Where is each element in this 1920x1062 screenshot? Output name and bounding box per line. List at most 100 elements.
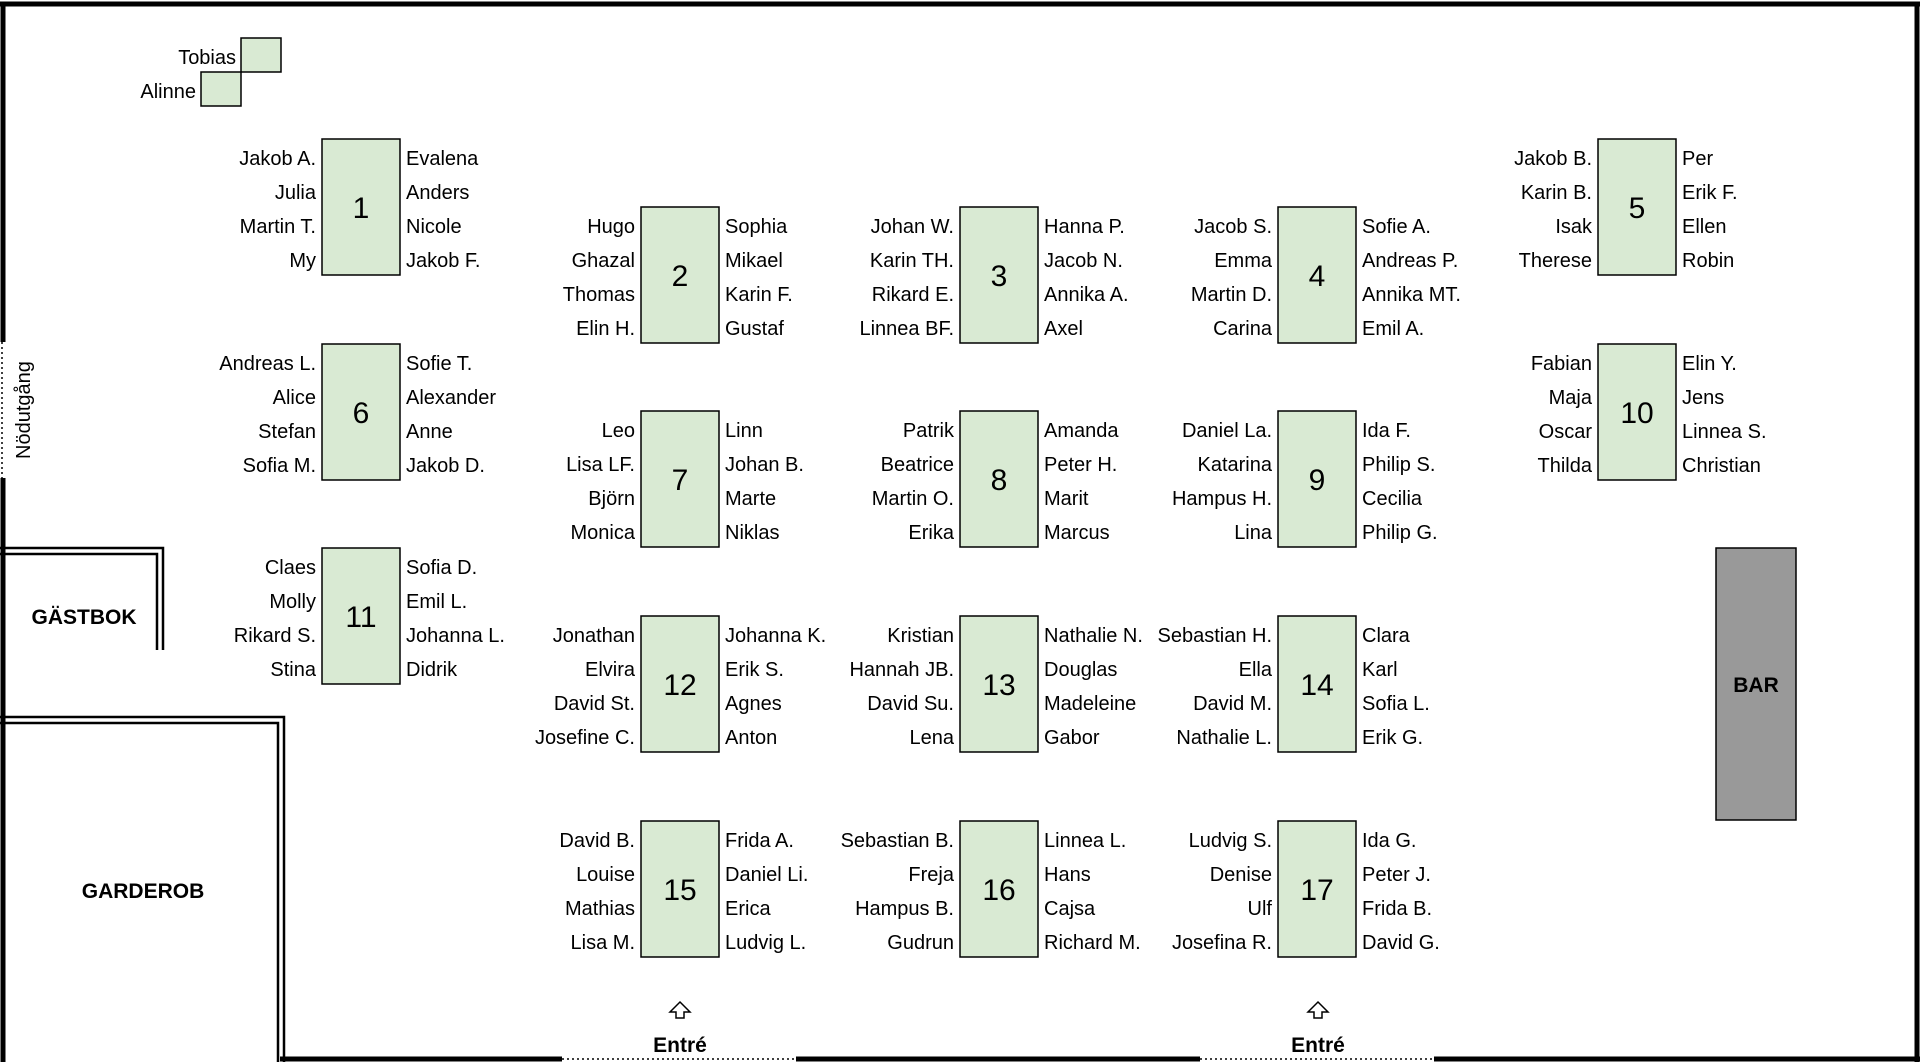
guest-name: David G. [1362, 932, 1440, 954]
guest-name: Linnea BF. [859, 318, 954, 340]
table-shape[interactable] [1277, 410, 1357, 548]
seat-shape[interactable] [200, 71, 242, 107]
guest-name: Douglas [1044, 659, 1117, 681]
table-number: 15 [663, 874, 696, 907]
table-shape[interactable] [321, 547, 401, 685]
table-number: 6 [353, 397, 370, 430]
guest-name: Jakob A. [239, 148, 316, 170]
cloakroom-area[interactable]: GARDEROB [0, 715, 286, 1062]
guest-name: Marte [725, 488, 776, 510]
guest-name: Isak [1555, 216, 1593, 238]
table-shape[interactable] [640, 206, 720, 344]
guest-name: David St. [554, 693, 635, 715]
guest-name: Jakob F. [406, 250, 480, 272]
table-number: 16 [982, 874, 1015, 907]
table-shape[interactable] [959, 820, 1039, 958]
cloakroom-label: GARDEROB [82, 880, 205, 903]
head-seat[interactable]: Tobias [178, 37, 282, 73]
guest-name: Karin B. [1521, 182, 1592, 204]
table-shape[interactable] [321, 343, 401, 481]
guest-name: Freja [908, 864, 954, 886]
guest-name: Lisa LF. [566, 454, 635, 476]
table-shape[interactable] [959, 206, 1039, 344]
guest-name: Jens [1682, 387, 1724, 409]
guest-name: Ulf [1248, 898, 1273, 920]
head-seat[interactable]: Alinne [140, 71, 242, 107]
table-shape[interactable] [640, 820, 720, 958]
guest-name: Tobias [178, 47, 236, 69]
entrance-right[interactable]: Entré [1200, 1000, 1434, 1060]
guest-name: Daniel La. [1182, 420, 1272, 442]
entrance-left[interactable]: Entré [562, 1000, 796, 1060]
guest-name: Peter H. [1044, 454, 1117, 476]
table-shape[interactable] [640, 615, 720, 753]
guest-name: Erika [908, 522, 954, 544]
emergency-exit[interactable]: Nödutgång [1, 342, 35, 478]
guest-name: Josefina R. [1172, 932, 1272, 954]
guest-name: Julia [275, 182, 317, 204]
arrow-up-icon [668, 1000, 692, 1019]
guest-name: Hans [1044, 864, 1091, 886]
guest-name: Thomas [563, 284, 635, 306]
guest-name: Sofie T. [406, 353, 472, 375]
table-shape[interactable] [1277, 206, 1357, 344]
guest-name: Clara [1362, 625, 1411, 647]
table-shape[interactable] [959, 410, 1039, 548]
guest-name: Sofie A. [1362, 216, 1431, 238]
table-number: 11 [345, 601, 376, 634]
guest-name: Karl [1362, 659, 1398, 681]
guest-name: Lina [1234, 522, 1273, 544]
table-shape[interactable] [321, 138, 401, 276]
guest-name: Linn [725, 420, 763, 442]
bar-area[interactable]: BAR [1715, 547, 1797, 821]
guest-name: Axel [1044, 318, 1083, 340]
guest-name: Patrik [903, 420, 955, 442]
table-shape[interactable] [640, 410, 720, 548]
guestbook-area[interactable]: GÄSTBOK [0, 546, 165, 650]
guest-name: Alinne [140, 81, 196, 103]
guest-name: Cajsa [1044, 898, 1096, 920]
guest-name: Frida B. [1362, 898, 1432, 920]
guest-name: Sebastian B. [841, 830, 954, 852]
guest-name: Gustaf [725, 318, 784, 340]
guest-name: Nathalie L. [1176, 727, 1272, 749]
guest-name: Alexander [406, 387, 496, 409]
emergency-exit-label: Nödutgång [13, 361, 35, 459]
guest-name: Maja [1549, 387, 1593, 409]
seat-shape[interactable] [240, 37, 282, 73]
table-shape[interactable] [1277, 820, 1357, 958]
table-shape[interactable] [1597, 138, 1677, 276]
table-shape[interactable] [1277, 615, 1357, 753]
guest-name: Katarina [1198, 454, 1273, 476]
guest-name: Amanda [1044, 420, 1119, 442]
guest-name: Christian [1682, 455, 1761, 477]
guest-name: Lena [910, 727, 955, 749]
guest-name: Anne [406, 421, 453, 443]
table-number: 2 [672, 260, 689, 293]
guest-name: Nicole [406, 216, 462, 238]
table-shape[interactable] [1597, 343, 1677, 481]
guest-name: Leo [602, 420, 635, 442]
table-shape[interactable] [959, 615, 1039, 753]
guest-name: Mikael [725, 250, 783, 272]
guest-name: Jacob S. [1194, 216, 1272, 238]
guest-name: Kristian [887, 625, 954, 647]
table-number: 12 [663, 669, 696, 702]
